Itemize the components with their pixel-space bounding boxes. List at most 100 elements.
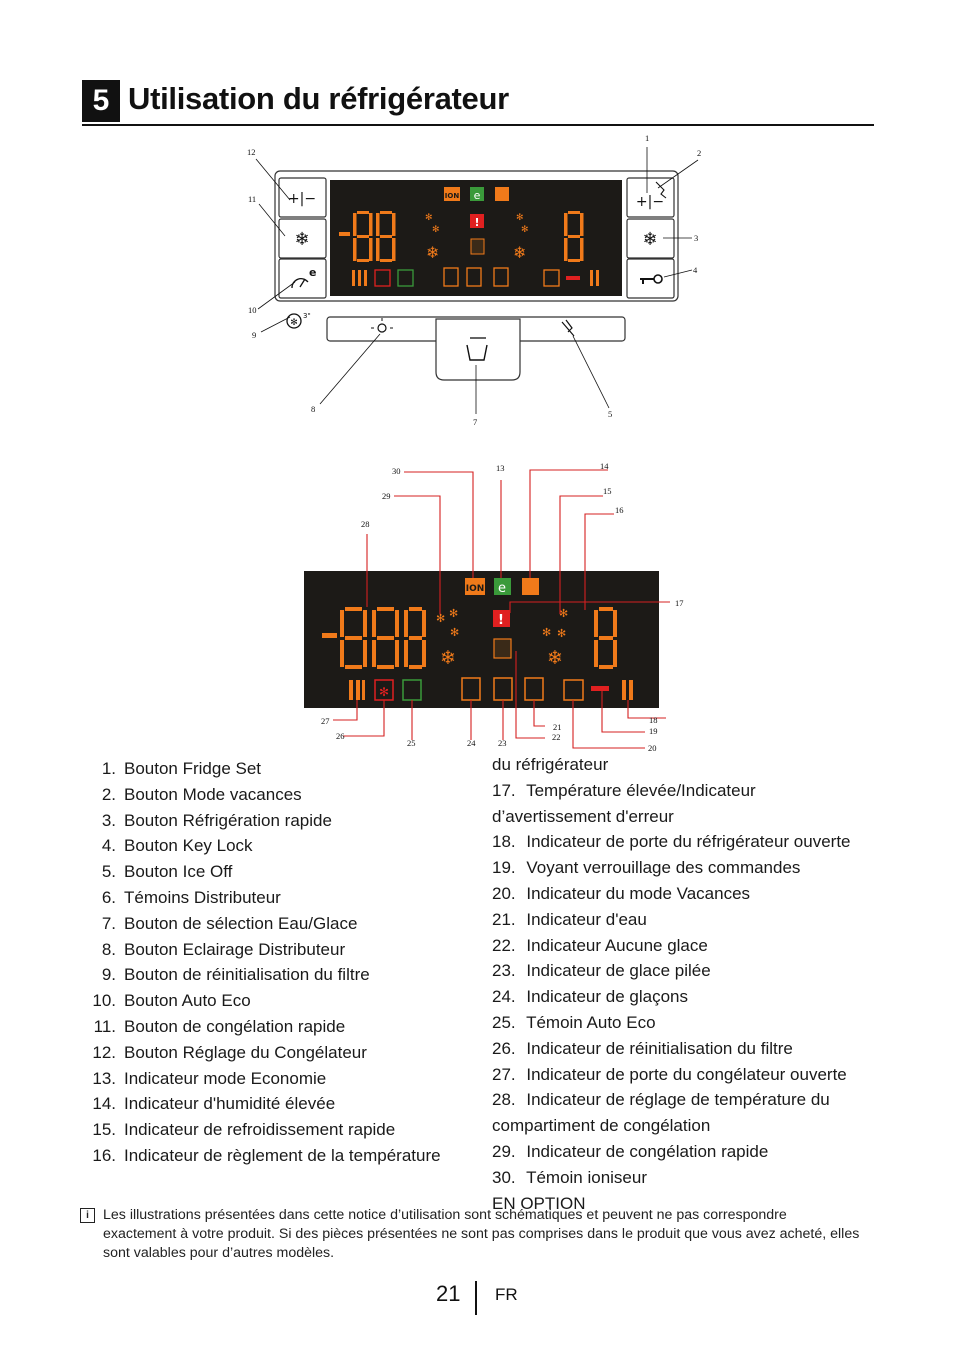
legend-item: 12.Bouton Réglage du Congélateur [82, 1040, 441, 1066]
svg-text:16: 16 [615, 505, 624, 515]
legend-item: 1.Bouton Fridge Set [82, 756, 441, 782]
svg-text:✻: ✻ [516, 213, 524, 223]
legend-item-text: Bouton Key Lock [124, 836, 253, 856]
svg-text:❄: ❄ [547, 647, 563, 669]
legend-item-number: 7. [101, 913, 116, 933]
callout-leaders [255, 147, 699, 414]
legend-item-number: 25. [492, 1012, 516, 1032]
legend-item-text: Témoin ioniseur [526, 1167, 648, 1187]
legend-item-text: Indicateur de glaçons [526, 987, 688, 1007]
svg-text:✻: ✻ [559, 607, 568, 620]
svg-text:24: 24 [467, 738, 476, 748]
svg-text:5: 5 [608, 409, 612, 419]
fridge-temp-setting-icon-closeup [493, 638, 512, 659]
svg-text:✻: ✻ [542, 626, 551, 639]
legend-item-text: Indicateur mode Economie [124, 1068, 327, 1088]
legend-item: 2.Bouton Mode vacances [82, 782, 441, 808]
freezer-set-button[interactable] [278, 177, 327, 218]
snowflake-icon: ❄ [642, 229, 657, 250]
fridge-seven-segment [564, 211, 584, 262]
key-icon [640, 274, 663, 284]
legend-item-number: 21. [492, 909, 516, 929]
legend-item: 5. Bouton Ice Off [82, 859, 441, 885]
alert-indicator [470, 214, 484, 228]
freezer-digits-closeup [322, 607, 426, 669]
svg-text:✻: ✻ [521, 225, 529, 235]
svg-text:19: 19 [649, 726, 658, 736]
svg-text:e: e [309, 266, 316, 279]
legend-item-number: 26. [492, 1038, 516, 1058]
legend-item-text: Témoin Auto Eco [526, 1012, 656, 1032]
svg-text:22: 22 [552, 732, 561, 742]
svg-text:14: 14 [600, 461, 609, 471]
legend-item-number: 27. [492, 1064, 516, 1084]
svg-text:23: 23 [498, 738, 507, 748]
legend-item-number: 8. [101, 939, 116, 959]
auto-eco-gauge-icon: e [291, 266, 316, 289]
svg-text:7: 7 [473, 417, 477, 427]
legend-item-text: Voyant verrouillage des commandes [526, 858, 801, 878]
legend-item-number: 19. [492, 858, 516, 878]
svg-text:12: 12 [247, 147, 256, 157]
filter-reset-icon[interactable]: ✻ 3" [286, 312, 311, 329]
cup-icon [466, 337, 488, 361]
dispenser-light-icon[interactable] [371, 318, 393, 333]
ion-indicator-closeup [465, 578, 485, 595]
legend-item: 24. Indicateur de glaçons [492, 984, 872, 1010]
legend-item-number: 5. [101, 862, 116, 882]
display-indicators-figure: ION e ! ✻✻✻ ❄ ✻✻✻ ❄ ✻ [304, 461, 684, 753]
legend-item-number: 30. [492, 1167, 516, 1187]
svg-text:28: 28 [361, 519, 370, 529]
svg-text:20: 20 [648, 743, 657, 753]
legend-item-number: 23. [492, 961, 516, 981]
legend-item-text: Bouton de réinitialisation du filtre [124, 965, 370, 985]
svg-text:✻: ✻ [557, 627, 566, 640]
svg-text:❄: ❄ [426, 243, 439, 262]
legend-item-number: 3. [101, 810, 116, 830]
svg-text:✻: ✻ [449, 607, 458, 620]
eco-indicator-label: e [474, 189, 481, 202]
eco-indicator-closeup-label: e [498, 581, 506, 596]
vacation-mode-icon[interactable] [655, 181, 667, 199]
legend-item-number: 17. [492, 780, 516, 800]
water-ice-selector-button[interactable] [435, 318, 521, 381]
callout-leaders-red [333, 469, 670, 749]
chapter-number: 5 [82, 80, 120, 122]
legend-list-right: du réfrigérateur 17. Température élevée/… [492, 752, 872, 1216]
legend-item-number: 2. [101, 784, 116, 804]
legend-item-text: Bouton Ice Off [124, 862, 233, 882]
quick-freeze-button[interactable] [278, 218, 327, 259]
legend-item-text: Bouton Auto Eco [124, 991, 251, 1011]
legend-item-text: Bouton Réglage du Congélateur [124, 1042, 367, 1062]
svg-text:✻: ✻ [379, 685, 389, 699]
legend-item-text: Témoins Distributeur [124, 887, 281, 907]
ion-indicator-closeup-label: ION [466, 584, 485, 594]
legend-item-text: Indicateur d'eau [526, 909, 647, 929]
legend-item-text: Indicateur Aucune glace [526, 935, 708, 955]
legend-item-text: Indicateur de refroidissement rapide [124, 1120, 396, 1140]
svg-text:2: 2 [697, 148, 701, 158]
legend-item-number: 11. [93, 1016, 116, 1036]
bottom-indicator-row [352, 267, 599, 287]
svg-text:15: 15 [603, 486, 612, 496]
filter-reset-label: 3" [303, 312, 311, 320]
svg-text:❄: ❄ [513, 243, 526, 262]
legend-item: 11.Bouton de congélation rapide [82, 1014, 441, 1040]
eco-indicator [470, 187, 484, 201]
language-code: FR [495, 1285, 518, 1304]
legend-item-text: Indicateur de porte du congélateur ouver… [526, 1064, 847, 1084]
legend-option-label: EN OPTION [492, 1193, 586, 1213]
svg-text:26: 26 [336, 731, 345, 741]
note-block: i Les illustrations présentées dans cett… [80, 1206, 860, 1263]
info-icon: i [80, 1208, 95, 1223]
svg-text:4: 4 [693, 265, 698, 275]
svg-text:25: 25 [407, 738, 416, 748]
eco-indicator-closeup [494, 578, 511, 595]
svg-text:18: 18 [649, 715, 658, 725]
quick-cool-button[interactable] [626, 218, 675, 259]
page-separator [475, 1281, 477, 1315]
ice-off-icon[interactable] [561, 319, 575, 337]
legend-item-number: 22. [492, 935, 516, 955]
legend-item-number: 18. [492, 832, 516, 852]
legend-item: 16.Indicateur de règlement de la tempéra… [82, 1143, 440, 1169]
